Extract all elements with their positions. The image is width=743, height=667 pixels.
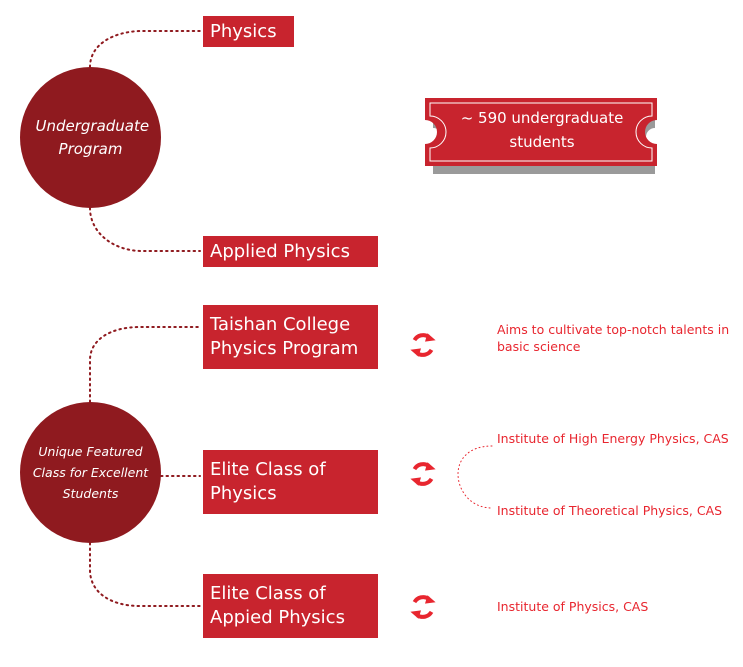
program-elite-applied-physics-label: Elite Class of Appied Physics [210,583,345,628]
program-elite-applied-physics-box: Elite Class of Appied Physics [203,574,378,638]
major-physics-box: Physics [203,16,294,47]
elite-physics-partner-itp: Institute of Theoretical Physics, CAS [497,503,723,518]
cycle-arrows-icon [410,333,436,357]
taishan-program-note: Aims to cultivate top-notch talents in b… [497,322,730,354]
program-elite-physics-label: Elite Class of Physics [210,459,326,504]
major-physics-label: Physics [210,20,277,42]
elite-physics-partner-ihep: Institute of High Energy Physics, CAS [497,431,729,446]
students-badge: ~ 590 undergraduate students [425,98,663,174]
major-applied-physics-label: Applied Physics [210,240,350,262]
program-taishan-label: Taishan College Physics Program [210,314,359,359]
major-applied-physics-box: Applied Physics [203,236,378,267]
ticket-shape-icon [425,98,657,174]
featured-class-label: Unique Featured Class for Excellent Stud… [32,444,149,501]
cycle-arrows-icon [410,462,436,486]
featured-class-circle: Unique Featured Class for Excellent Stud… [20,402,161,543]
students-badge-label: ~ 590 undergraduate students [460,109,624,151]
cycle-arrows-icon [410,595,436,619]
undergraduate-program-circle: Undergraduate Program [20,67,161,208]
elite-applied-physics-partner-iop: Institute of Physics, CAS [497,599,649,614]
undergraduate-program-label: Undergraduate Program [35,116,150,158]
program-taishan-box: Taishan College Physics Program [203,305,378,369]
program-elite-physics-box: Elite Class of Physics [203,450,378,514]
